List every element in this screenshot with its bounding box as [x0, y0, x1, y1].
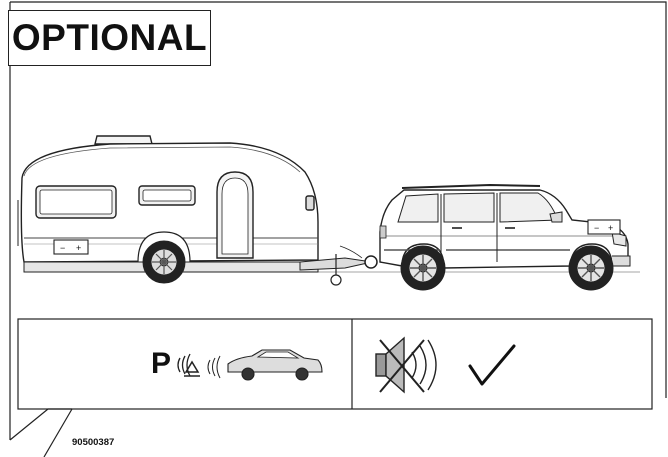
svg-text:−: − [594, 223, 599, 233]
corner-slash [44, 409, 72, 457]
parking-p-letter: P [151, 349, 171, 379]
optional-label: OPTIONAL [12, 17, 207, 59]
caravan: − + [18, 136, 372, 285]
suv-front-wheel [569, 246, 613, 290]
svg-text:+: + [608, 223, 613, 233]
battery-icon: − + [54, 240, 88, 254]
tow-hitch [365, 256, 377, 268]
caravan-wheel [143, 241, 185, 283]
svg-text:−: − [60, 243, 65, 253]
svg-text:+: + [76, 243, 81, 253]
suv-rear-wheel [401, 246, 445, 290]
battery-icon: − + [588, 220, 620, 234]
info-panel [18, 319, 652, 409]
optional-label-box: OPTIONAL [8, 10, 211, 66]
figure-id: 90500387 [72, 437, 114, 448]
